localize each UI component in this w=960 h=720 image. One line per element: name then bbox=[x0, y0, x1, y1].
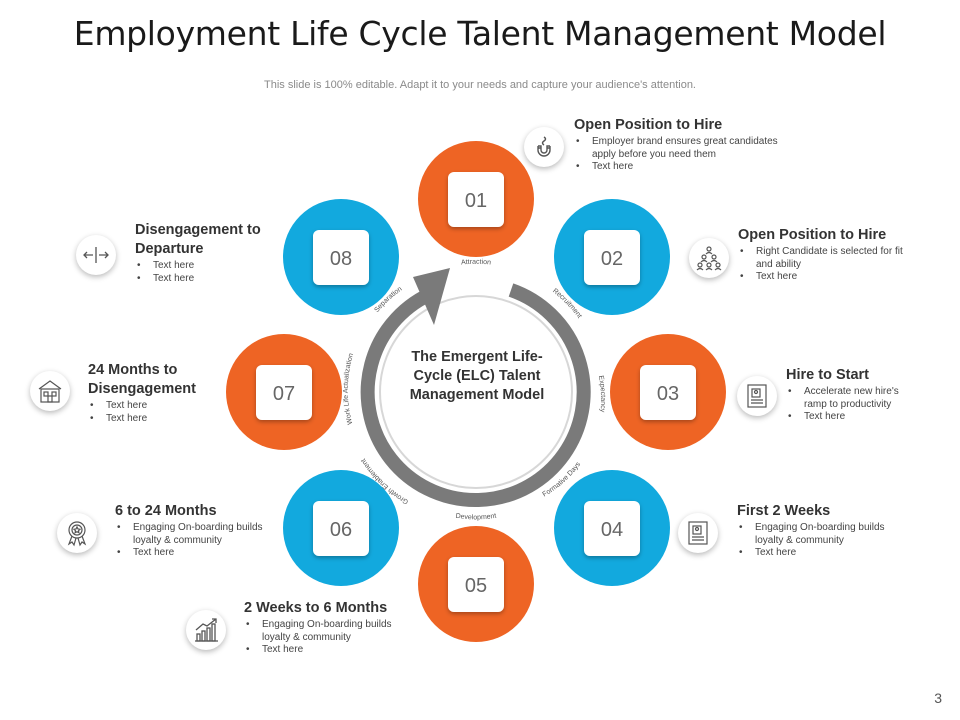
resume-icon bbox=[747, 384, 767, 408]
icon-circle-04 bbox=[678, 513, 718, 553]
magnet-icon bbox=[537, 136, 551, 157]
icon-circle-03 bbox=[737, 376, 777, 416]
icon-circle-02 bbox=[689, 238, 729, 278]
stage-bullet: Engaging On-boarding builds loyalty & co… bbox=[246, 619, 412, 644]
arc-label-attraction: Attraction bbox=[461, 259, 492, 267]
stage-bullets: Employer brand ensures great candidates … bbox=[574, 136, 814, 174]
stage-number-02: 02 bbox=[601, 248, 623, 270]
stage-info-05: 2 Weeks to 6 Months Engaging On-boarding… bbox=[244, 599, 444, 657]
stage-node-02: 02 bbox=[554, 199, 670, 315]
stage-heading: Open Position to Hire bbox=[738, 227, 887, 243]
icon-circle-08 bbox=[76, 235, 116, 275]
stage-heading: Disengagement to Departure bbox=[135, 222, 261, 257]
stage-heading: 6 to 24 Months bbox=[115, 503, 217, 519]
stage-bullets: Engaging On-boarding builds loyalty & co… bbox=[244, 619, 444, 657]
building-icon bbox=[38, 380, 62, 403]
icon-circle-05 bbox=[186, 610, 226, 650]
cycle-arrowhead bbox=[413, 268, 450, 325]
stage-number-06: 06 bbox=[330, 519, 352, 541]
stage-node-08: 08 bbox=[283, 199, 399, 315]
award-badge-icon bbox=[67, 521, 87, 547]
stage-node-01: 01 bbox=[418, 141, 534, 257]
slide-subtitle: This slide is 100% editable. Adapt it to… bbox=[264, 79, 696, 91]
stage-info-06: 6 to 24 Months Engaging On-boarding buil… bbox=[115, 502, 315, 560]
stage-heading: 24 Months to Disengagement bbox=[88, 362, 196, 397]
stage-bullets: Accelerate new hire's ramp to productivi… bbox=[786, 386, 946, 424]
stage-number-03: 03 bbox=[657, 383, 679, 405]
stage-node-07: 07 bbox=[226, 334, 342, 450]
stage-number-04: 04 bbox=[601, 519, 623, 541]
growth-chart-icon bbox=[195, 618, 218, 642]
stage-info-08: Disengagement to Departure Text here Tex… bbox=[135, 221, 265, 285]
stage-heading: First 2 Weeks bbox=[737, 503, 831, 519]
stage-number-08: 08 bbox=[330, 248, 352, 270]
stage-info-03: Hire to Start Accelerate new hire's ramp… bbox=[786, 366, 946, 424]
stage-number-01: 01 bbox=[465, 190, 487, 212]
stage-bullets: Right Candidate is selected for fit and … bbox=[738, 246, 938, 284]
stage-node-04: 04 bbox=[554, 470, 670, 586]
stage-node-03: 03 bbox=[610, 334, 726, 450]
stage-info-07: 24 Months to Disengagement Text here Tex… bbox=[88, 361, 228, 425]
stage-bullet: Text here bbox=[739, 547, 937, 560]
stage-heading: 2 Weeks to 6 Months bbox=[244, 600, 388, 616]
stage-bullet: Text here bbox=[740, 271, 938, 284]
stage-heading: Hire to Start bbox=[786, 367, 869, 383]
stage-bullet: Employer brand ensures great candidates … bbox=[576, 136, 800, 161]
stage-bullet: Text here bbox=[246, 644, 444, 657]
stage-bullet: Text here bbox=[137, 260, 265, 273]
icon-circle-06 bbox=[57, 513, 97, 553]
stage-bullets: Text here Text here bbox=[135, 260, 265, 285]
icon-circle-01 bbox=[524, 127, 564, 167]
stage-bullet: Right Candidate is selected for fit and … bbox=[740, 246, 921, 271]
stage-bullets: Engaging On-boarding builds loyalty & co… bbox=[115, 522, 315, 560]
stage-info-02: Open Position to Hire Right Candidate is… bbox=[738, 226, 938, 284]
stage-bullet: Text here bbox=[90, 400, 228, 413]
arc-label-expectancy: Expectancy bbox=[597, 375, 606, 413]
stage-bullet: Text here bbox=[576, 161, 814, 174]
stage-bullet: Accelerate new hire's ramp to productivi… bbox=[788, 386, 916, 411]
people-pyramid-icon bbox=[696, 246, 722, 271]
stage-heading: Open Position to Hire bbox=[574, 117, 723, 133]
stage-bullet: Engaging On-boarding builds loyalty & co… bbox=[739, 522, 905, 547]
stage-bullet: Text here bbox=[137, 273, 265, 286]
stage-info-04: First 2 Weeks Engaging On-boarding build… bbox=[737, 502, 937, 560]
stage-number-07: 07 bbox=[273, 383, 295, 405]
stage-node-05: 05 bbox=[418, 526, 534, 642]
stage-bullets: Text here Text here bbox=[88, 400, 228, 425]
stage-bullets: Engaging On-boarding builds loyalty & co… bbox=[737, 522, 937, 560]
stage-number-05: 05 bbox=[465, 575, 487, 597]
arc-label-work-life-actualization: Work Life Actualization bbox=[343, 352, 355, 425]
stage-bullet: Engaging On-boarding builds loyalty & co… bbox=[117, 522, 283, 547]
page-number: 3 bbox=[934, 690, 942, 706]
resume-icon bbox=[688, 521, 708, 545]
split-arrows-icon bbox=[83, 247, 109, 263]
slide-title: Employment Life Cycle Talent Management … bbox=[73, 14, 887, 53]
stage-bullet: Text here bbox=[788, 411, 946, 424]
arc-label-development: Development bbox=[455, 513, 497, 522]
icon-circle-07 bbox=[30, 371, 70, 411]
cycle-arrow bbox=[360, 283, 591, 508]
center-title: The Emergent Life-Cycle (ELC) Talent Man… bbox=[409, 349, 545, 403]
stage-bullet: Text here bbox=[117, 547, 315, 560]
stage-bullet: Text here bbox=[90, 413, 228, 426]
stage-info-01: Open Position to Hire Employer brand ens… bbox=[574, 116, 814, 174]
center-circle bbox=[379, 295, 573, 489]
